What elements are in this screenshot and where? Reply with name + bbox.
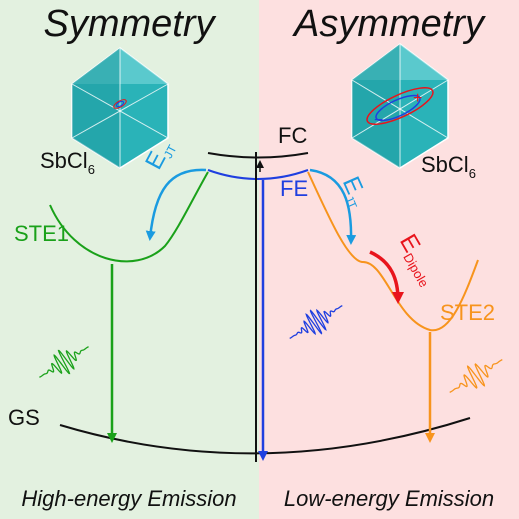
fe-curve	[207, 169, 309, 180]
ste2-curve	[307, 171, 479, 332]
ste1-label: STE1	[14, 221, 69, 246]
right-octahedron-icon	[351, 43, 449, 169]
left-ejt-arrow	[145, 168, 207, 241]
dipole-plus-sign: +	[413, 90, 422, 107]
green-photon-icon	[39, 346, 89, 378]
dipole-minus-sign: −	[374, 112, 383, 129]
dipole-arrow	[369, 250, 404, 304]
blue-photon-icon	[289, 305, 343, 339]
right-sbcl6-label: SbCl6	[421, 152, 476, 181]
fc-curve	[207, 152, 309, 159]
right-ejt-arrow	[309, 168, 357, 245]
left-footer: High-energy Emission	[21, 486, 236, 511]
left-title: Symmetry	[44, 3, 217, 45]
left-octahedron-icon	[71, 47, 169, 169]
ste2-label: STE2	[440, 300, 495, 325]
left-sbcl6-label: SbCl6	[40, 148, 95, 177]
orange-photon-icon	[449, 359, 503, 393]
right-footer: Low-energy Emission	[284, 486, 494, 511]
fc-label: FC	[278, 123, 307, 148]
ste1-curve	[49, 171, 209, 263]
gs-label: GS	[8, 405, 40, 430]
right-title: Asymmetry	[292, 3, 486, 45]
fe-label: FE	[280, 176, 308, 201]
